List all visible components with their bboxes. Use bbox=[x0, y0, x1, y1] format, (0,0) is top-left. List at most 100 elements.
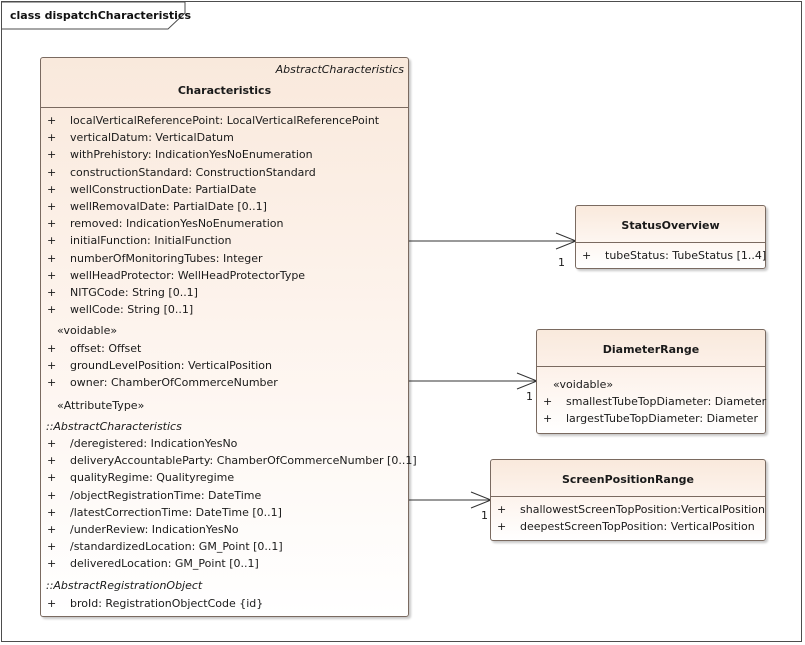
attribute-row[interactable]: + owner: ChamberOfCommerceNumber bbox=[41, 374, 408, 391]
attribute-text: constructionStandard: ConstructionStanda… bbox=[70, 165, 316, 179]
visibility-marker: + bbox=[47, 251, 57, 265]
class-header: DiameterRange bbox=[537, 330, 765, 367]
attribute-row[interactable]: + /underReview: IndicationYesNo bbox=[41, 521, 408, 538]
visibility-marker: + bbox=[47, 303, 57, 317]
attribute-text: verticalDatum: VerticalDatum bbox=[70, 131, 234, 145]
attribute-text: owner: ChamberOfCommerceNumber bbox=[70, 375, 278, 389]
visibility-marker: + bbox=[47, 437, 57, 450]
attribute-text: /underReview: IndicationYesNo bbox=[70, 523, 239, 536]
attribute-row[interactable]: +initialFunction: InitialFunction bbox=[41, 232, 408, 249]
section-label-voidable: «voidable» bbox=[553, 378, 614, 391]
attribute-text: qualityRegime: Qualityregime bbox=[70, 471, 235, 485]
attribute-text: localVerticalReferencePoint: LocalVertic… bbox=[70, 114, 380, 127]
visibility-marker: + bbox=[47, 114, 57, 127]
attribute-text: deliveredLocation: GM_Point [0..1] bbox=[70, 557, 259, 571]
attribute-text: broId: RegistrationObjectCode {id} bbox=[70, 596, 264, 610]
class-characteristics[interactable]: AbstractCharacteristics Characteristics … bbox=[40, 57, 417, 617]
visibility-marker: + bbox=[47, 540, 57, 554]
attribute-text: largestTubeTopDiameter: Diameter bbox=[566, 412, 758, 426]
class-status-overview[interactable]: StatusOverview + tubeStatus: TubeStatus [… bbox=[575, 205, 766, 269]
attribute-text: /latestCorrectionTime: DateTime [0..1] bbox=[70, 505, 282, 519]
multiplicity-status-overview: 1 bbox=[558, 256, 565, 269]
attribute-row[interactable]: + largestTubeTopDiameter: Diameter bbox=[537, 410, 765, 427]
visibility-marker: + bbox=[47, 148, 57, 162]
section-label-voidable: «voidable» bbox=[57, 324, 118, 337]
attribute-row[interactable]: + qualityRegime: Qualityregime bbox=[41, 469, 408, 486]
attribute-row[interactable]: +wellHeadProtector: WellHeadProtectorTyp… bbox=[41, 267, 408, 284]
attribute-text: wellConstructionDate: PartialDate bbox=[70, 182, 257, 196]
frame-tab bbox=[2, 2, 186, 30]
attribute-row[interactable]: +smallestTubeTopDiameter: Diameter bbox=[537, 393, 766, 410]
attribute-text: shallowestScreenTopPosition:VerticalPosi… bbox=[520, 503, 766, 516]
visibility-marker: + bbox=[47, 286, 57, 299]
attribute-row[interactable]: +numberOfMonitoringTubes: Integer bbox=[41, 250, 408, 267]
class-screen-position-range[interactable]: ScreenPositionRange + shallowestScreenTop… bbox=[490, 459, 766, 541]
attribute-row[interactable]: + localVerticalReferencePoint: LocalVerti… bbox=[41, 112, 408, 129]
attribute-row[interactable]: + withPrehistory: IndicationYesNoEnumerat… bbox=[41, 146, 408, 163]
attribute-row[interactable]: + wellCode: String [0..1] bbox=[41, 301, 408, 318]
attribute-text: deliveryAccountableParty: ChamberOfComme… bbox=[70, 454, 417, 468]
visibility-marker: + bbox=[47, 234, 57, 248]
visibility-marker: + bbox=[47, 182, 57, 196]
class-name: Characteristics bbox=[177, 84, 272, 97]
attribute-row[interactable]: + NITGCode: String [0..1] bbox=[41, 284, 408, 301]
visibility-marker: + bbox=[47, 471, 57, 485]
visibility-marker: + bbox=[47, 375, 57, 389]
visibility-marker: + bbox=[47, 200, 57, 213]
class-diameter-range[interactable]: DiameterRange «voidable» +smallestTubeTop… bbox=[536, 329, 766, 434]
attribute-row[interactable]: + shallowestScreenTopPosition:VerticalPos… bbox=[491, 501, 765, 518]
class-name: ScreenPositionRange bbox=[561, 473, 695, 486]
attribute-text: wellCode: String [0..1] bbox=[70, 303, 194, 317]
attribute-row[interactable]: + deliveredLocation: GM_Point [0..1] bbox=[41, 555, 408, 572]
visibility-marker: + bbox=[47, 454, 57, 468]
class-header: ScreenPositionRange bbox=[491, 460, 765, 497]
visibility-marker: + bbox=[543, 412, 553, 426]
attribute-text: /deregistered: IndicationYesNo bbox=[70, 437, 238, 450]
class-header: AbstractCharacteristics Characteristics bbox=[41, 58, 408, 108]
attribute-text: offset: Offset bbox=[70, 341, 142, 355]
attribute-text: removed: IndicationYesNoEnumeration bbox=[70, 217, 284, 231]
visibility-marker: + bbox=[47, 217, 57, 231]
attribute-text: groundLevelPosition: VerticalPosition bbox=[70, 358, 272, 372]
attribute-text: /standardizedLocation: GM_Point [0..1] bbox=[70, 540, 283, 554]
attribute-text: tubeStatus: TubeStatus [1..4] bbox=[605, 249, 767, 262]
visibility-marker: + bbox=[497, 503, 507, 516]
attribute-row[interactable]: +groundLevelPosition: VerticalPosition bbox=[41, 357, 408, 374]
visibility-marker: + bbox=[47, 131, 57, 145]
inherited-section-label: ::AbstractCharacteristics bbox=[46, 420, 182, 433]
superclass-label: AbstractCharacteristics bbox=[275, 63, 404, 76]
attribute-row[interactable]: + deliveryAccountableParty: ChamberOfComm… bbox=[41, 452, 417, 469]
attribute-text: withPrehistory: IndicationYesNoEnumerati… bbox=[70, 148, 313, 162]
attribute-row[interactable]: + broId: RegistrationObjectCode {id} bbox=[41, 595, 408, 612]
attribute-row[interactable]: + /latestCorrectionTime: DateTime [0..1] bbox=[41, 504, 408, 521]
visibility-marker: + bbox=[47, 596, 57, 610]
attribute-row[interactable]: + deepestScreenTopPosition: VerticalPosit… bbox=[491, 518, 765, 535]
visibility-marker: + bbox=[47, 505, 57, 519]
attribute-row[interactable]: + tubeStatus: TubeStatus [1..4] bbox=[576, 247, 767, 264]
class-name: StatusOverview bbox=[621, 219, 720, 232]
attribute-row[interactable]: +wellRemovalDate: PartialDate [0..1] bbox=[41, 198, 408, 215]
attribute-text: wellHeadProtector: WellHeadProtectorType bbox=[70, 268, 306, 282]
frame-title: class dispatchCharacteristics bbox=[10, 9, 191, 22]
attribute-row[interactable]: + wellConstructionDate: PartialDate bbox=[41, 181, 408, 198]
visibility-marker: + bbox=[47, 523, 57, 536]
attribute-row[interactable]: + /standardizedLocation: GM_Point [0..1] bbox=[41, 538, 408, 555]
attribute-row[interactable]: + verticalDatum: VerticalDatum bbox=[41, 129, 408, 146]
multiplicity-screen-position-range: 1 bbox=[481, 509, 488, 522]
attribute-row[interactable]: +offset: Offset bbox=[41, 340, 408, 357]
visibility-marker: + bbox=[543, 395, 553, 408]
section-label-attributetype: «AttributeType» bbox=[57, 399, 145, 412]
attribute-text: NITGCode: String [0..1] bbox=[70, 286, 198, 299]
visibility-marker: + bbox=[47, 557, 57, 571]
attribute-row[interactable]: + /deregistered: IndicationYesNo bbox=[41, 435, 408, 452]
attribute-row[interactable]: +/objectRegistrationTime: DateTime bbox=[41, 487, 408, 504]
visibility-marker: + bbox=[47, 488, 57, 502]
attribute-row[interactable]: + removed: IndicationYesNoEnumeration bbox=[41, 215, 408, 232]
attribute-row[interactable]: + constructionStandard: ConstructionStand… bbox=[41, 164, 408, 181]
class-header: StatusOverview bbox=[576, 206, 765, 243]
multiplicity-diameter-range: 1 bbox=[526, 390, 533, 403]
attribute-text: deepestScreenTopPosition: VerticalPositi… bbox=[520, 520, 755, 534]
visibility-marker: + bbox=[582, 249, 592, 262]
visibility-marker: + bbox=[47, 165, 57, 179]
visibility-marker: + bbox=[497, 520, 507, 534]
